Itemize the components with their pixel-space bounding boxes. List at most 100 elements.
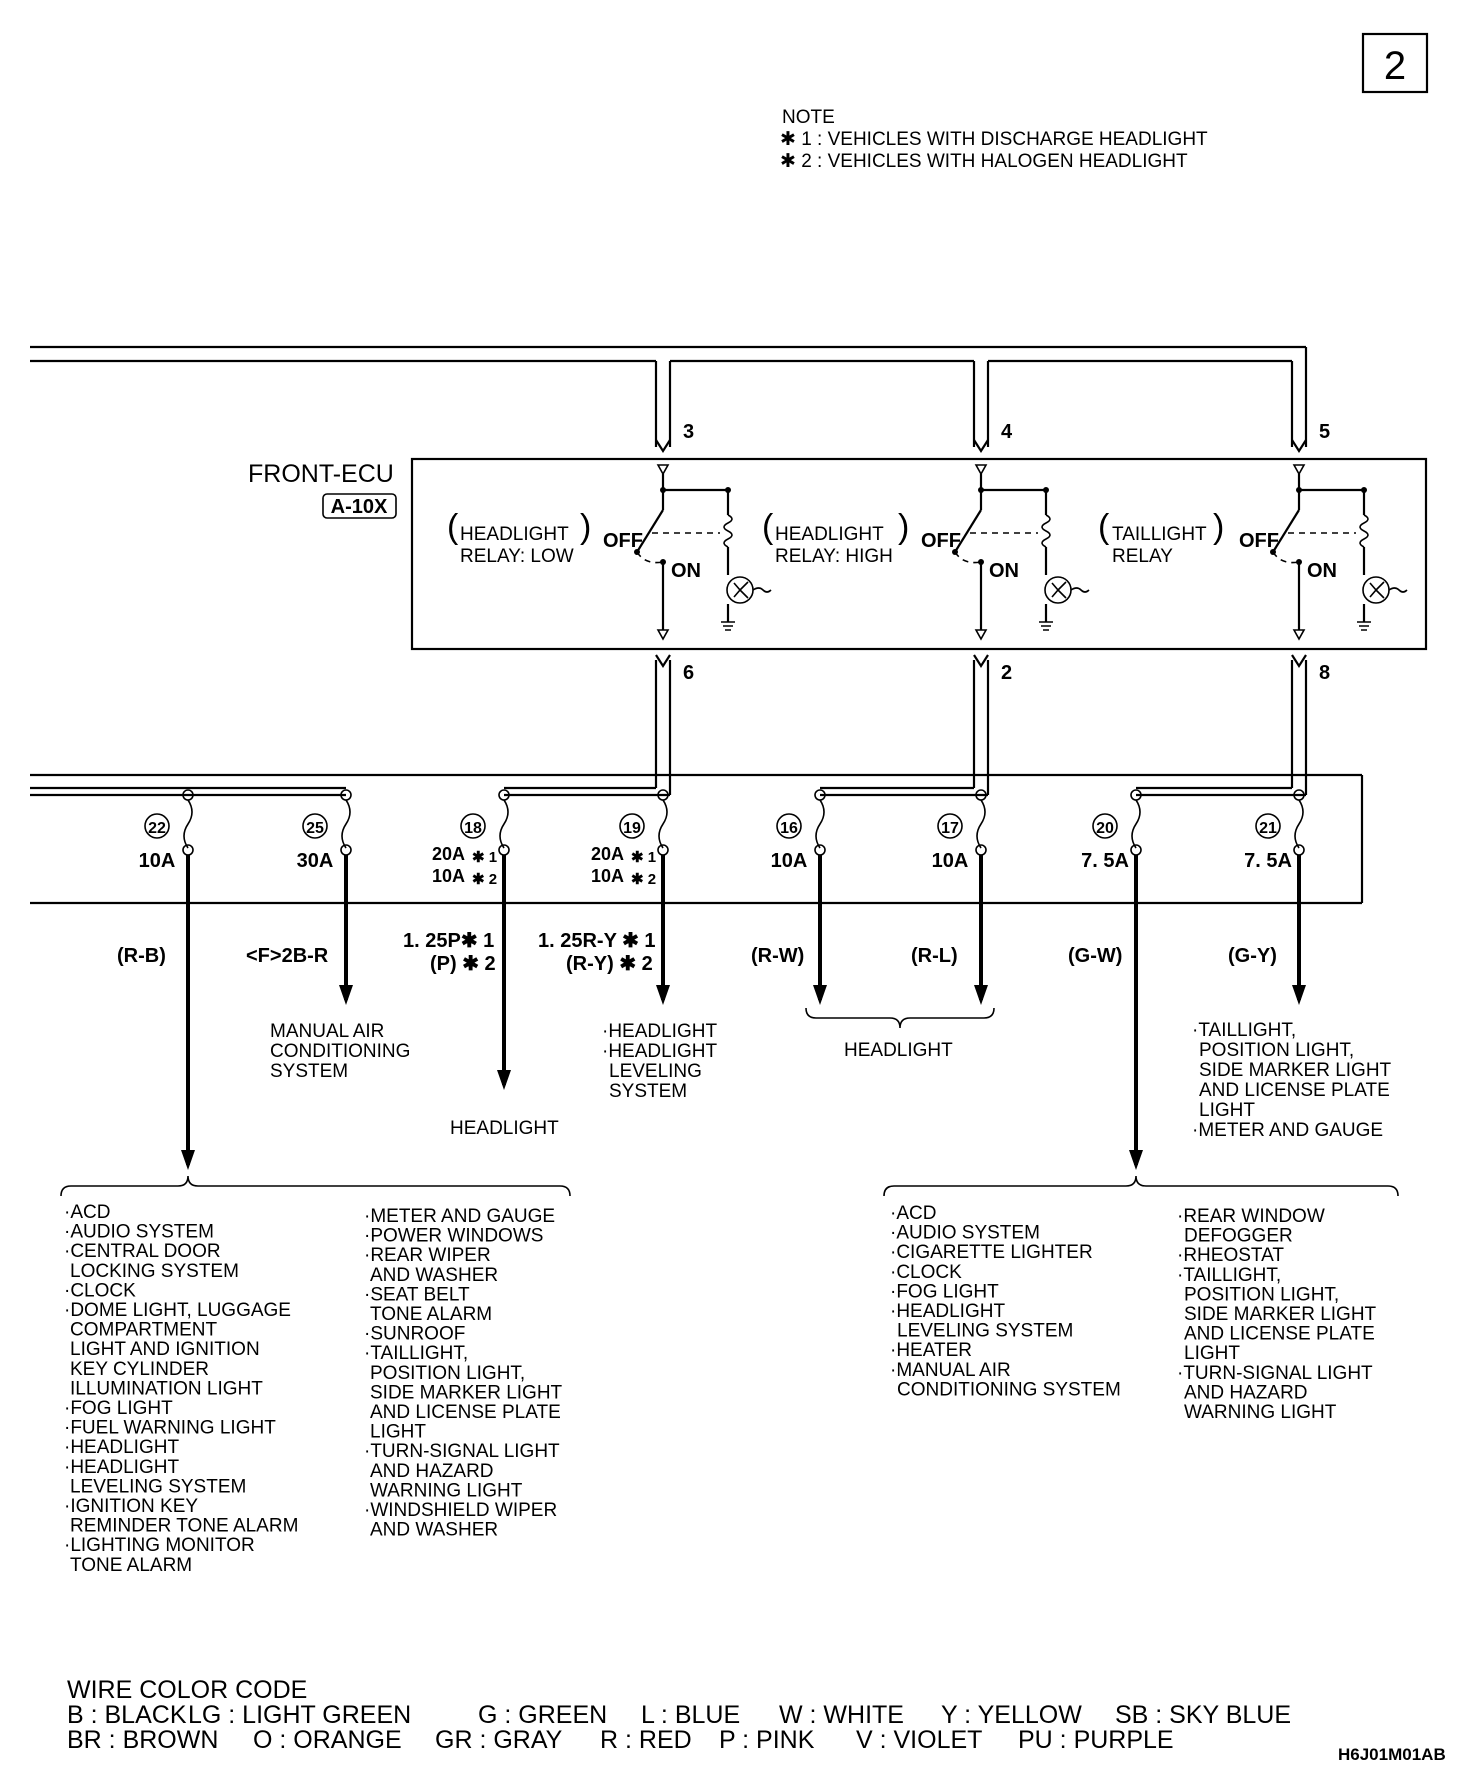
relay-headlight-high [952,464,1090,641]
ecu-name: FRONT-ECU [248,460,394,488]
list22-brace [60,1175,571,1197]
list-item: SIDE MARKER LIGHT [370,1382,563,1403]
wire-18b: (P) ✱ 2 [430,953,496,975]
color-code-entry: BR : BROWN [67,1726,218,1754]
headlight-19-destination: ·HEADLIGHT ·HEADLIGHT LEVELING SYSTEM [602,1021,717,1102]
color-code-entry: R : RED [600,1726,692,1754]
pin-3: 3 [683,421,694,443]
bracket-r-1: ) [580,508,591,546]
list-item: ·REAR WINDOW [1177,1206,1325,1227]
fuse-num-21: 21 [1259,820,1277,837]
list-item: WARNING LIGHT [370,1480,523,1501]
wire-16: (R-W) [751,945,804,967]
list-item: ·SEAT BELT [364,1284,470,1305]
list20-brace [883,1175,1399,1197]
fuse-rating-17: 10A [932,850,969,872]
list-item: ·TURN-SIGNAL LIGHT [1177,1363,1373,1384]
bracket-l-2: ( [762,508,774,546]
page-number-box [1361,32,1429,94]
headlight-brace [805,1007,995,1029]
page-number: 2 [1384,44,1406,88]
pin-6: 6 [683,662,694,684]
color-code-entry: SB : SKY BLUE [1115,1701,1291,1729]
fuse-22 [181,789,195,1170]
list-item: ·METER AND GAUGE [364,1206,555,1227]
wire-labels: (R-B) <F>2B-R 1. 25P✱ 1 (P) ✱ 2 1. 25R-Y… [117,930,1277,975]
dest-19-1: ·HEADLIGHT [602,1021,717,1042]
fuse-num-19: 19 [623,820,641,837]
list-item: ·FOG LIGHT [64,1398,173,1419]
list-item: ·HEADLIGHT [64,1437,179,1458]
dest-19-3: LEVELING [609,1061,702,1082]
list-item: ·AUDIO SYSTEM [890,1223,1040,1244]
list-item: ·CIGARETTE LIGHTER [890,1242,1093,1263]
list-item: ·DOME LIGHT, LUGGAGE [64,1300,291,1321]
fuse-rating-19b: 10A [591,866,624,886]
list-item: ·HEADLIGHT [64,1457,179,1478]
dest-headlight-18: HEADLIGHT [450,1118,559,1139]
taillight-21-destination: ·TAILLIGHT, POSITION LIGHT, SIDE MARKER … [1192,1020,1392,1141]
relay3-on: ON [1307,560,1337,582]
color-code-entry: LG : LIGHT GREEN [188,1701,411,1729]
note-line-1: ✱ 1 : VEHICLES WITH DISCHARGE HEADLIGHT [780,129,1208,150]
dest-21-3: SIDE MARKER LIGHT [1199,1060,1392,1081]
list-item: TONE ALARM [370,1304,492,1325]
fuse-rating-25: 30A [297,850,334,872]
list-item: LIGHT [370,1422,426,1443]
wire-19b: (R-Y) ✱ 2 [566,953,653,975]
list-item: ·TAILLIGHT, [1177,1265,1281,1286]
fuse-17 [974,789,988,1005]
bracket-r-3: ) [1213,508,1224,546]
color-code-entry: PU : PURPLE [1018,1726,1174,1754]
list-item: ·LIGHTING MONITOR [64,1535,255,1556]
dest-21-5: LIGHT [1199,1100,1255,1121]
fuse-symbols [181,789,1306,1170]
list-item: REMINDER TONE ALARM [70,1516,298,1537]
dest-19-2: ·HEADLIGHT [602,1041,717,1062]
list-item: SIDE MARKER LIGHT [1184,1304,1377,1325]
wire-20: (G-W) [1068,945,1122,967]
color-code-entry: O : ORANGE [253,1726,402,1754]
fuse-21 [1292,789,1306,1005]
relay1-label2: RELAY: LOW [460,546,574,567]
dest-21-4: AND LICENSE PLATE [1199,1080,1390,1101]
list-item: ·CLOCK [890,1262,962,1283]
note-line-2: ✱ 2 : VEHICLES WITH HALOGEN HEADLIGHT [780,151,1188,172]
list-22-col2: ·METER AND GAUGE·POWER WINDOWS·REAR WIPE… [364,1206,563,1541]
color-code-entry: B : BLACK [67,1701,187,1729]
list-item: AND WASHER [370,1265,498,1286]
pin-5: 5 [1319,421,1330,443]
list-item: ·ACD [64,1202,110,1223]
list-item: POSITION LIGHT, [1184,1284,1339,1305]
dest-manual-ac-1: MANUAL AIR [270,1021,384,1042]
fuse-18 [497,789,511,1090]
color-code-entry: GR : GRAY [435,1726,563,1754]
wire-18a: 1. 25P✱ 1 [403,930,494,952]
list-item: LEVELING SYSTEM [70,1476,246,1497]
list-20-col1: ·ACD·AUDIO SYSTEM·CIGARETTE LIGHTER·CLOC… [890,1203,1121,1400]
relay1-label1: HEADLIGHT [460,524,569,545]
fuse-19 [656,789,670,1005]
relay2-label2: RELAY: HIGH [775,546,893,567]
dest-manual-ac-3: SYSTEM [270,1061,348,1082]
dest-21-2: POSITION LIGHT, [1199,1040,1354,1061]
wire-21: (G-Y) [1228,945,1277,967]
wire-22: (R-B) [117,945,166,967]
list-item: ·WINDSHIELD WIPER [364,1500,557,1521]
relay3-label1: TAILLIGHT [1112,524,1207,545]
fuse-rating-21: 7. 5A [1244,850,1292,872]
fuse-rating-22: 10A [139,850,176,872]
fuse-mark-19b: ✱ 2 [631,871,656,888]
list-item: AND WASHER [370,1520,498,1541]
front-ecu-box [410,457,1428,651]
fuse-20 [1129,789,1143,1170]
relay1-on: ON [671,560,701,582]
connector-code: A-10X [331,496,388,518]
list-item: ·IGNITION KEY [64,1496,198,1517]
relay-headlight-low [634,464,772,641]
dest-21-6: ·METER AND GAUGE [1192,1120,1383,1141]
